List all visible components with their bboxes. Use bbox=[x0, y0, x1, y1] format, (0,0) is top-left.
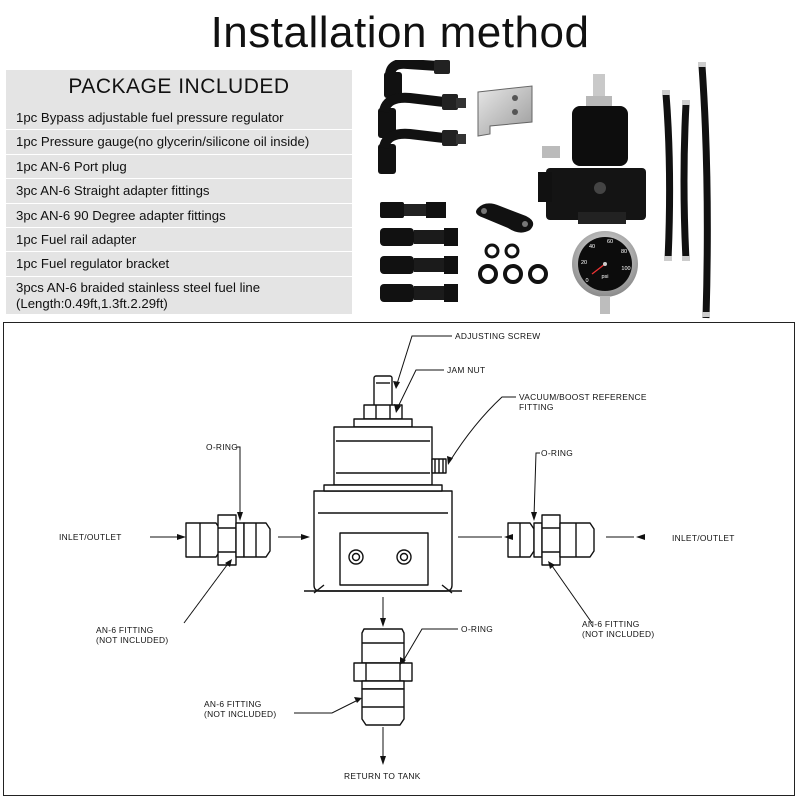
bolt-hole-shape bbox=[351, 552, 361, 562]
bolt-hole-shape bbox=[348, 549, 364, 565]
page-title: Installation method bbox=[210, 8, 590, 57]
gauge-tick-0: 0 bbox=[585, 278, 588, 284]
regulator-body-shape bbox=[304, 418, 462, 594]
fuel-line-icon bbox=[680, 100, 690, 261]
adjusting-screw-shape bbox=[373, 375, 393, 407]
an6-fitting-left-label: AN-6 FITTING bbox=[96, 625, 154, 635]
o-rings-icon bbox=[478, 243, 548, 284]
right-an6-fitting-shape bbox=[507, 514, 595, 566]
adjusting-screw-label: ADJUSTING SCREW bbox=[455, 331, 540, 341]
bolt-hole-shape bbox=[396, 549, 412, 565]
package-item: 1pc AN-6 Port plug bbox=[6, 155, 352, 180]
inlet-outlet-left-label: INLET/OUTLET bbox=[59, 532, 122, 542]
straight-fitting-icon bbox=[380, 228, 458, 246]
vacuum-fitting-label: FITTING bbox=[519, 402, 554, 412]
o-ring-right-label: O-RING bbox=[541, 448, 573, 458]
an6-fitting-right-label: (NOT INCLUDED) bbox=[582, 629, 654, 639]
gauge-unit: psi bbox=[601, 274, 608, 280]
vacuum-fitting-label: VACUUM/BOOST REFERENCE bbox=[519, 392, 647, 402]
fuel-line-icon bbox=[698, 62, 711, 319]
jam-nut-label: JAM NUT bbox=[447, 365, 485, 375]
straight-fitting-icon bbox=[380, 202, 446, 218]
fuel-rail-adapter-icon bbox=[476, 203, 534, 233]
package-item: 3pcs AN-6 braided stainless steel fuel l… bbox=[6, 277, 352, 315]
regulator-icon bbox=[538, 74, 646, 224]
left-an6-fitting-shape bbox=[185, 514, 271, 566]
vacuum-fitting-shape bbox=[431, 458, 447, 474]
package-item: 1pc Fuel regulator bracket bbox=[6, 252, 352, 277]
gauge-tick-20: 20 bbox=[581, 260, 587, 266]
package-heading: PACKAGE INCLUDED bbox=[68, 75, 290, 98]
installation-diagram: ADJUSTING SCREW JAM NUT VACUUM/BOOST REF… bbox=[3, 322, 795, 796]
gauge-tick-100: 100 bbox=[621, 266, 630, 272]
an6-fitting-bottom-label: AN-6 FITTING bbox=[204, 699, 262, 709]
inlet-outlet-right-label: INLET/OUTLET bbox=[672, 533, 735, 543]
fuel-line-icon bbox=[662, 90, 674, 261]
90-degree-fitting-icon bbox=[384, 60, 450, 98]
gauge-tick-60: 60 bbox=[607, 239, 613, 245]
an6-fitting-left-label: (NOT INCLUDED) bbox=[96, 635, 168, 645]
gauge-tick-40: 40 bbox=[589, 244, 595, 250]
an6-fitting-right-label: AN-6 FITTING bbox=[582, 619, 640, 629]
o-ring-bottom-label: O-RING bbox=[461, 624, 493, 634]
bottom-an6-fitting-shape bbox=[353, 628, 413, 726]
straight-fitting-icon bbox=[380, 256, 458, 274]
package-included-panel: PACKAGE INCLUDED 1pc Bypass adjustable f… bbox=[6, 70, 352, 315]
bracket-icon bbox=[477, 85, 533, 137]
package-item: 3pc AN-6 Straight adapter fittings bbox=[6, 179, 352, 204]
bolt-hole-shape bbox=[399, 552, 409, 562]
package-item: 3pc AN-6 90 Degree adapter fittings bbox=[6, 204, 352, 228]
gauge-tick-80: 80 bbox=[621, 249, 627, 255]
straight-fitting-icon bbox=[380, 284, 458, 302]
o-ring-left-label: O-RING bbox=[206, 442, 238, 452]
package-list: 1pc Bypass adjustable fuel pressure regu… bbox=[6, 106, 352, 315]
an6-fitting-bottom-label: (NOT INCLUDED) bbox=[204, 709, 276, 719]
pressure-gauge-icon: 0 20 40 60 80 100 psi bbox=[572, 231, 638, 314]
package-item: 1pc Pressure gauge(no glycerin/silicone … bbox=[6, 130, 352, 155]
package-item: 1pc Bypass adjustable fuel pressure regu… bbox=[6, 106, 352, 131]
90-degree-fitting-icon bbox=[378, 128, 466, 174]
package-item: 1pc Fuel rail adapter bbox=[6, 228, 352, 253]
return-to-tank-label: RETURN TO TANK bbox=[344, 771, 421, 781]
90-degree-fitting-icon bbox=[378, 92, 466, 138]
kit-photo: 0 20 40 60 80 100 psi bbox=[378, 60, 711, 319]
